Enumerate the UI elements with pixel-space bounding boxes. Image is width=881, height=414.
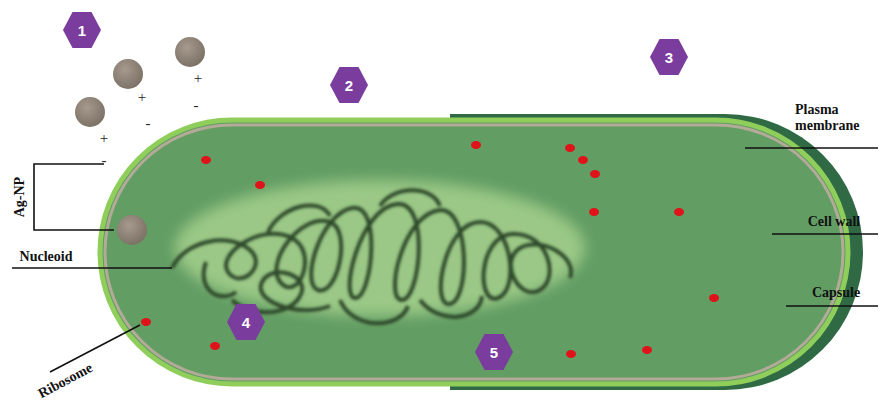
- ribosomes: [141, 141, 719, 358]
- callout-hexagon: 2: [330, 67, 368, 103]
- callout-number: 5: [490, 345, 498, 360]
- charge-sign: -: [146, 115, 151, 132]
- callout-hexagon: 1: [63, 12, 101, 48]
- callout-hexagon: 3: [650, 39, 688, 75]
- part-label: Capsule: [812, 285, 860, 301]
- callout-number: 4: [242, 315, 250, 330]
- callout-number: 3: [665, 50, 673, 65]
- charge-sign: -: [102, 152, 107, 169]
- charge-sign: -: [194, 97, 199, 114]
- silver-nanoparticles: [75, 37, 205, 245]
- part-label: Ribosome: [36, 360, 96, 402]
- callout-hexagon: 5: [475, 334, 513, 370]
- cell-wall: [100, 120, 848, 384]
- part-label: Ag-NP: [12, 177, 28, 217]
- part-label: Nucleoid: [20, 249, 73, 265]
- part-label: Cell wall: [808, 214, 861, 230]
- part-label: Plasma membrane: [795, 102, 873, 134]
- callout-hexagon: 4: [227, 304, 265, 340]
- leader-lines: [12, 148, 878, 372]
- charge-sign: +: [194, 70, 202, 87]
- plasma-membrane: [105, 125, 843, 379]
- callout-number: 2: [345, 78, 353, 93]
- callout-number: 1: [78, 23, 86, 38]
- charge-sign: +: [138, 89, 146, 106]
- nucleoid-dna: [172, 190, 571, 323]
- charge-sign: +: [100, 130, 108, 147]
